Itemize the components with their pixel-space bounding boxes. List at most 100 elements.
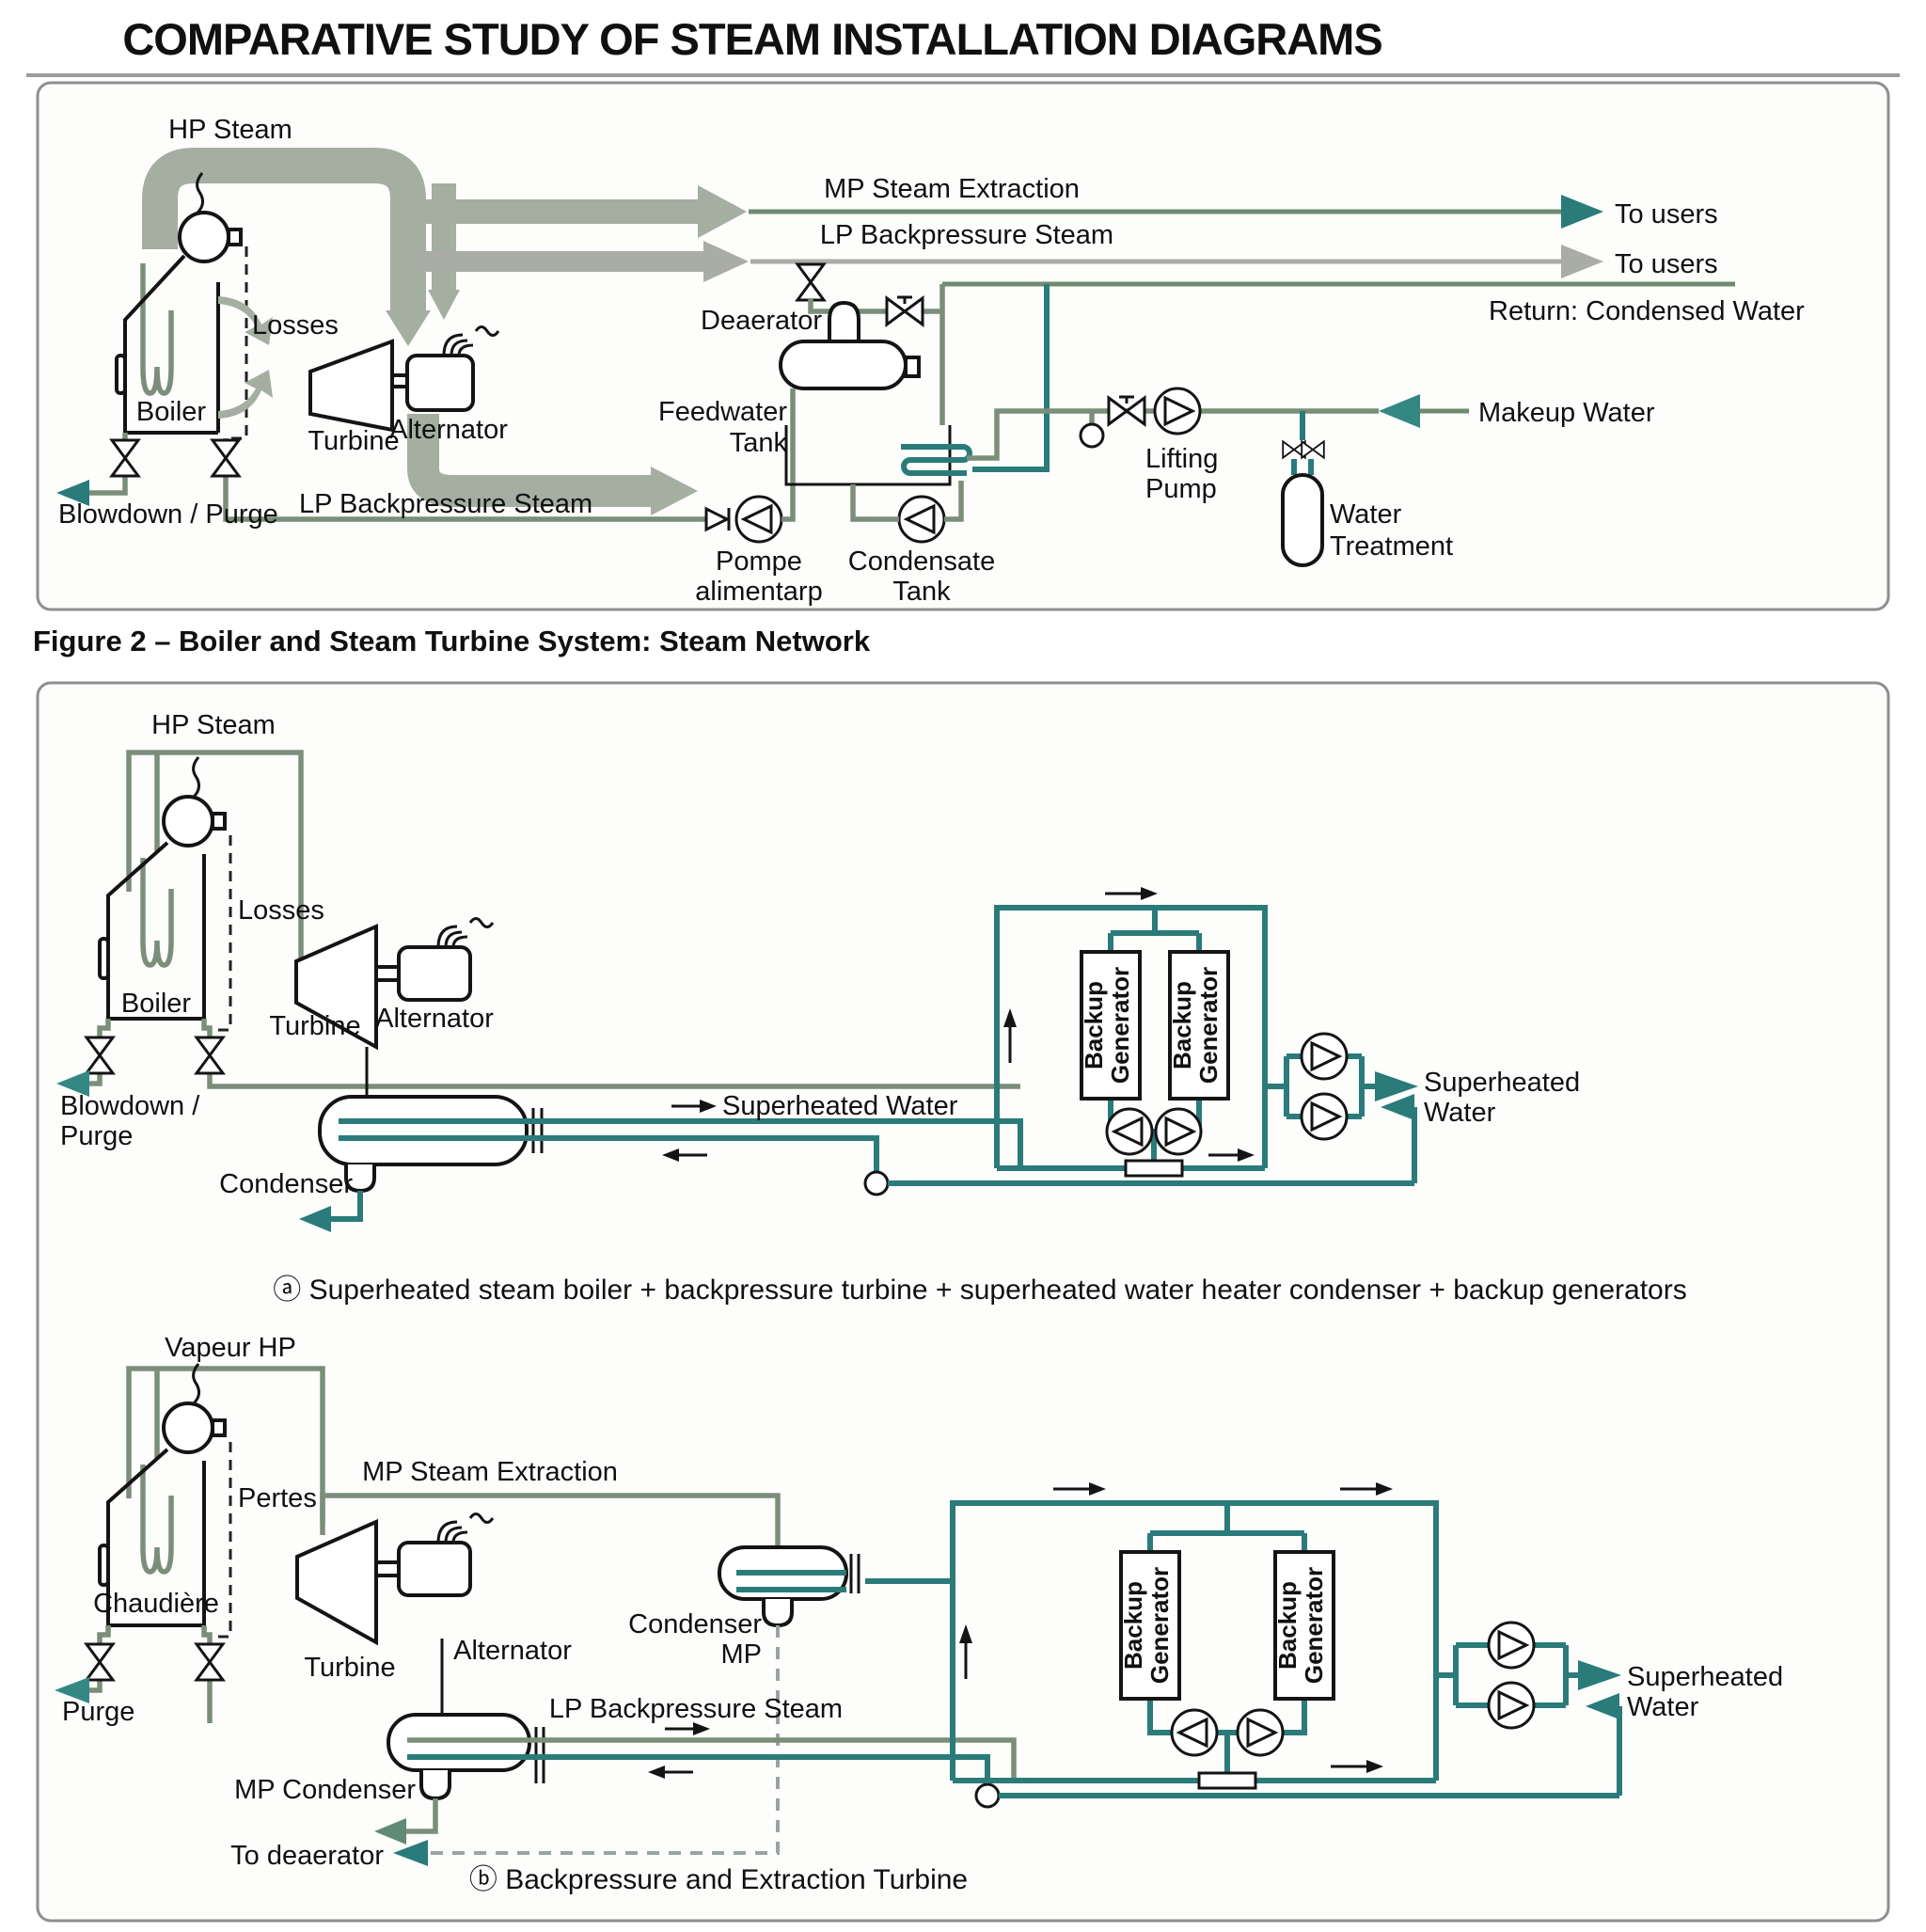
blowdown-label: Blowdown / Purge [58,499,278,530]
flow-arrow-icon [648,1766,665,1779]
alternator-wires-icon [442,333,474,356]
figure2-caption: Figure 2 – Boiler and Steam Turbine Syst… [33,625,871,657]
drain-arrow-icon [374,1818,406,1845]
mp-to-users-arrow-icon [1561,195,1603,229]
alternator-label: Alternator [375,1004,494,1034]
turbine-label: Turbine [269,1011,360,1041]
water-treatment-label-1: Water [1330,499,1402,530]
turbine-label: Turbine [304,1653,395,1683]
pompe-label-2: alimentarp [695,577,822,607]
lifting-pump-icon [1153,387,1202,435]
feedwater-tank-label-2: Tank [730,428,788,458]
backup-generator-box [1080,950,1142,1101]
superheated-out-label-2: Water [1424,1098,1496,1128]
mp-condenser-label: MP Condenser [234,1775,416,1805]
condenser-mp-label-1: Condenser [628,1609,762,1639]
hp-steam-pipe [126,1366,325,1535]
figure2-diagram: HP Steam Losses Boiler Blowdown / Purge … [56,115,1805,607]
lp-bottom-band [407,414,651,507]
turbine-b [295,1512,495,1715]
generator-loop-pipes [1108,908,1202,1161]
flow-arrow-icon [1141,887,1158,900]
flow-arrow-icon [700,1100,717,1113]
flow-splitter [1197,1771,1257,1790]
backup-gen-label: Generator [1106,967,1134,1084]
flow-arrow-icon [693,1722,710,1735]
alternator-label: Alternator [389,415,508,445]
water-treatment-vessel [1281,473,1324,567]
turbine-label: Turbine [308,426,399,456]
backup-gen-label: Generator [1300,1567,1328,1684]
lifting-pump-label-2: Pump [1145,474,1217,504]
backup-gen-label: Generator [1194,967,1223,1084]
mp-extraction-pipe [320,1493,781,1547]
superheated-out-arrow-icon [1375,1071,1418,1101]
purge-pipe [89,1625,111,1693]
water-loop-pipes [950,1500,1622,1798]
page-title: COMPARATIVE STUDY OF STEAM INSTALLATION … [122,14,1381,64]
flow-arrow-icon [662,1148,679,1162]
water-treatment-pipes [1291,411,1314,475]
superheated-out-label-1: Superheated [1627,1662,1783,1692]
condenser-mp-drain-dome [762,1599,794,1628]
hp-steam-label: HP Steam [151,710,276,740]
hp-steam-band [142,148,426,310]
flow-arrow-icon [1238,1148,1255,1162]
condensate-pump-pipes [850,481,964,522]
gauge-icon [1079,422,1105,449]
alternator-label: Alternator [453,1636,572,1666]
water-return-pipe [407,1754,990,1784]
turbine-fig2 [308,325,500,433]
lifting-pump-label-1: Lifting [1145,444,1218,474]
losses-dash-line [214,835,232,1032]
superheated-return-arrow-icon [1586,1693,1619,1719]
flow-arrow-icon [1089,1482,1106,1496]
backup-generator-box [1119,1550,1181,1701]
makeup-water-arrow-icon [1379,394,1420,428]
hp-steam-pipe [126,750,304,959]
purge-label: Purge [62,1697,134,1727]
lp-to-users-arrow-icon [1561,245,1603,278]
heating-coil-icon [901,444,972,476]
lp-backpressure-label: LP Backpressure Steam [549,1694,843,1724]
alternator-wires-icon [436,1520,468,1544]
flow-splitter [1124,1159,1184,1178]
boiler-fig2 [115,172,273,440]
condensate-pump-icon [897,495,946,544]
blowdown-pipe [89,1019,111,1086]
turbine-a [294,917,495,1099]
mp-extraction-label: MP Steam Extraction [362,1457,618,1487]
network-pump-icon [1487,1681,1536,1730]
flow-arrow-icon [1003,1008,1017,1027]
losses-label: Losses [238,895,324,926]
network-pump-icon [1300,1032,1349,1081]
water-treatment-label-2: Treatment [1330,531,1453,562]
backup-gen-label: Backup [1273,1581,1302,1670]
mp-condenser-drain-dome [419,1770,451,1801]
lp-bottom-band-arrow-icon [651,467,698,515]
boiler-drain-pipe [201,1019,1020,1089]
diagrams-panel [36,681,1890,1923]
ac-squiggle-icon [468,1512,495,1524]
flow-arrow-icon [959,1624,972,1643]
purge-arrow-icon [55,1677,89,1703]
deaerator-label: Deaerator [701,306,822,336]
hp-steam-band-arrow-icon [386,310,431,346]
alternator-wires-icon [436,925,468,948]
condensate-riser-pipe [972,284,1050,472]
backup-gen-label: Backup [1080,981,1108,1069]
hp-steam-label: HP Steam [168,115,292,145]
diagram-a: Backup Generator Backup Generator HP Ste… [56,710,1580,1232]
expansion-vessel-icon [974,1782,1001,1809]
lp-top-label: LP Backpressure Steam [820,220,1113,250]
backup-gen-label: Backup [1119,1581,1147,1670]
lp-bottom-label: LP Backpressure Steam [299,489,592,519]
blowdown-arrow-icon [56,1070,89,1097]
condenser-drain-pipe [331,1191,363,1222]
backup-generator-box [1168,950,1230,1101]
mp-extraction-label: MP Steam Extraction [824,174,1080,204]
backup-generator-box [1273,1550,1335,1701]
condensate-tank-label-2: Tank [892,577,951,607]
superheated-out-arrow-icon [1578,1660,1621,1690]
